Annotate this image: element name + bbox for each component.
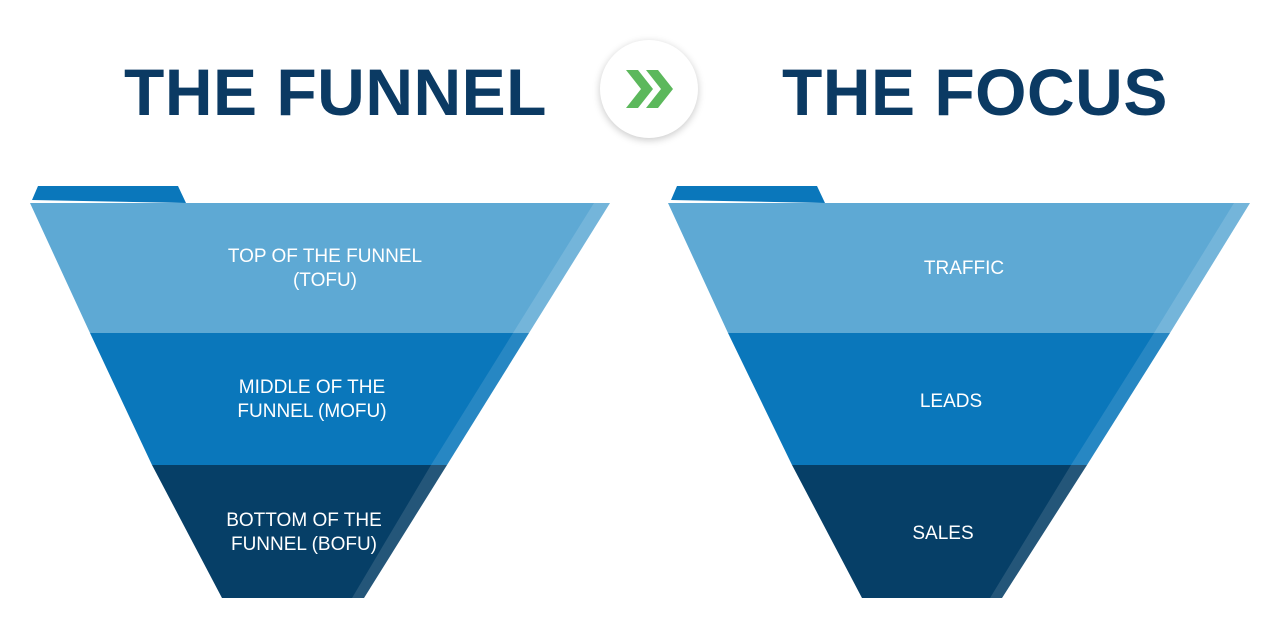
focus-stage-middle-label: LEADS bbox=[920, 391, 982, 412]
funnel-stage-middle-label-2: FUNNEL (MOFU) bbox=[237, 401, 386, 422]
funnel-stage-top-label-1: TOP OF THE FUNNEL bbox=[228, 246, 422, 267]
focus-stage-top bbox=[668, 203, 1250, 333]
funnel-stage-bottom bbox=[152, 465, 447, 598]
focus-stage-top-label: TRAFFIC bbox=[924, 258, 1004, 279]
funnel-title: THE FUNNEL bbox=[124, 55, 547, 129]
funnel-stage-bottom-label-2: FUNNEL (BOFU) bbox=[231, 534, 377, 555]
transition-badge bbox=[600, 40, 698, 138]
focus-stage-bottom bbox=[792, 465, 1087, 598]
focus-top-tab bbox=[671, 186, 825, 203]
funnel-stage-bottom-label-1: BOTTOM OF THE bbox=[226, 510, 382, 531]
focus-stage-middle bbox=[728, 333, 1170, 465]
funnel-stage-middle bbox=[90, 333, 529, 465]
focus-title: THE FOCUS bbox=[782, 55, 1168, 129]
double-chevron-right-icon bbox=[626, 70, 673, 108]
focus-stage-bottom-label: SALES bbox=[912, 523, 973, 544]
funnel-top-tab bbox=[32, 186, 186, 203]
funnel-stage-top-label-2: (TOFU) bbox=[293, 270, 357, 291]
funnel-stage-top bbox=[30, 203, 610, 333]
funnel-stage-middle-label-1: MIDDLE OF THE bbox=[239, 377, 385, 398]
